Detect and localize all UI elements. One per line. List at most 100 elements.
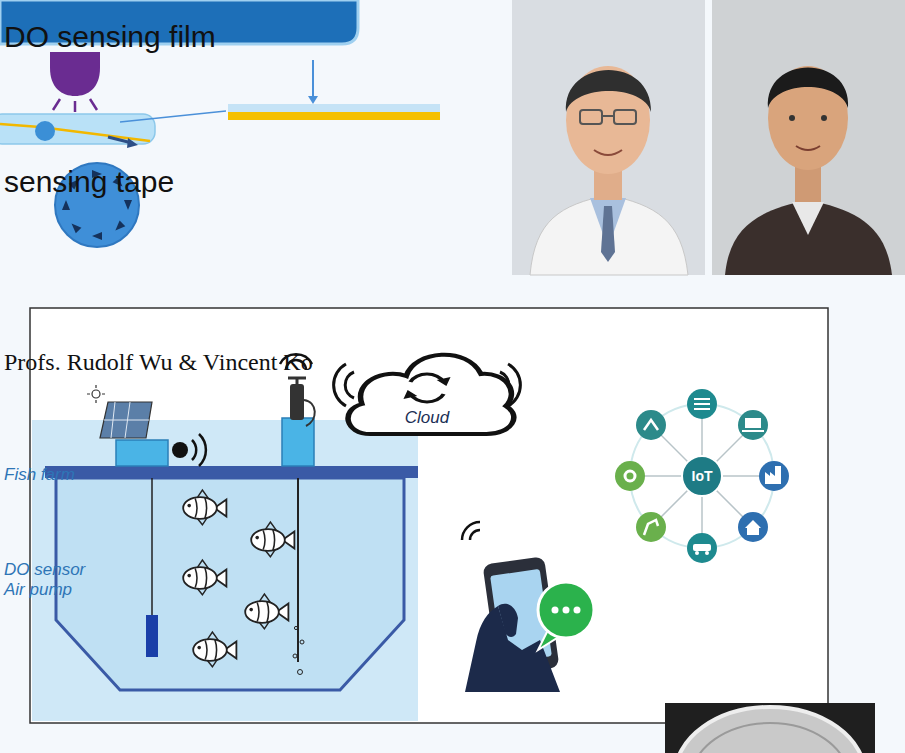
portrait-photo bbox=[512, 0, 705, 275]
rotating-wheel bbox=[62, 200, 70, 210]
solar-panel bbox=[104, 402, 149, 438]
uv-lamp bbox=[50, 52, 100, 96]
coin-photo bbox=[675, 707, 865, 753]
iot-hub bbox=[687, 533, 717, 563]
chat-bubble bbox=[538, 582, 594, 650]
portrait-photo bbox=[792, 202, 824, 235]
uv-lamp bbox=[53, 99, 97, 112]
photo-caption: Profs. Rudolf Wu & Vincent Ko bbox=[4, 349, 905, 377]
portrait-photo bbox=[580, 110, 602, 124]
pump-label: Air pump bbox=[4, 580, 905, 600]
iot-hub bbox=[644, 420, 658, 430]
film-label: DO sensing film bbox=[4, 20, 905, 55]
chat-bubble bbox=[574, 607, 581, 614]
node-text: Cloud bbox=[337, 408, 517, 428]
iot-hub bbox=[644, 520, 658, 535]
wifi-symbol bbox=[172, 442, 188, 458]
film-arrow bbox=[312, 60, 314, 98]
tape-label: sensing tape bbox=[4, 165, 905, 200]
air-bubbles bbox=[300, 640, 304, 644]
iot-hub bbox=[695, 551, 699, 555]
tape-holder bbox=[0, 124, 150, 141]
portrait-photo bbox=[601, 206, 615, 262]
iot-hub bbox=[742, 430, 764, 432]
solar-panel bbox=[92, 390, 100, 398]
portrait-photo bbox=[566, 70, 651, 112]
air-bubbles bbox=[293, 654, 297, 658]
iot-hub bbox=[765, 466, 781, 484]
wifi-symbol bbox=[462, 522, 480, 540]
iot-hub bbox=[625, 471, 635, 481]
smartphone bbox=[498, 604, 518, 637]
cloud-node: Cloud bbox=[337, 322, 517, 440]
iot-hub bbox=[693, 544, 711, 551]
sensor-label: DO sensor bbox=[4, 560, 905, 580]
portrait-photo bbox=[512, 0, 705, 275]
sync-symbol bbox=[410, 374, 443, 402]
film-arrowhead bbox=[308, 96, 318, 104]
portrait-photo bbox=[712, 0, 905, 275]
rotating-wheel bbox=[113, 221, 126, 234]
portrait-photo bbox=[712, 0, 905, 275]
fish-icon bbox=[183, 490, 294, 667]
iot-hub bbox=[759, 461, 789, 491]
air-pump bbox=[304, 400, 315, 426]
water-ground bbox=[32, 420, 418, 721]
portrait-photo bbox=[530, 195, 688, 275]
wifi-symbol bbox=[470, 530, 480, 540]
iot-hub bbox=[630, 404, 774, 548]
portrait-photo bbox=[602, 115, 614, 117]
air-pump bbox=[290, 384, 304, 420]
wifi-symbol bbox=[192, 434, 206, 466]
iot-hub bbox=[705, 551, 709, 555]
iot-hub bbox=[630, 404, 774, 548]
portrait-photo bbox=[594, 150, 622, 155]
portrait-photo bbox=[789, 115, 795, 121]
wifi-symbol bbox=[462, 522, 480, 540]
iot-hub bbox=[687, 389, 717, 419]
chat-bubble bbox=[552, 607, 559, 614]
iot-hub bbox=[694, 399, 710, 409]
farm-label: Fish farm bbox=[4, 465, 905, 485]
uv-lamp bbox=[50, 52, 100, 112]
wifi-symbol bbox=[172, 434, 206, 466]
iot-hub-node: IoT bbox=[681, 455, 723, 497]
fish-icon bbox=[183, 490, 226, 525]
fish-icon bbox=[245, 594, 288, 629]
fish-tank bbox=[56, 478, 404, 690]
fish-icon bbox=[251, 522, 294, 557]
air-bubbles bbox=[293, 626, 304, 674]
sync-symbol bbox=[403, 377, 450, 399]
rotating-wheel bbox=[92, 232, 102, 240]
do-sensor-box bbox=[116, 440, 168, 466]
do-probe bbox=[146, 615, 158, 657]
solar-panel bbox=[100, 402, 152, 438]
portrait-photo bbox=[725, 200, 892, 275]
rotating-wheel bbox=[124, 200, 132, 210]
iot-hub bbox=[738, 410, 768, 440]
portrait-photo bbox=[796, 146, 820, 150]
rotating-wheel bbox=[69, 221, 82, 234]
iot-hub bbox=[615, 389, 789, 563]
iot-hub bbox=[636, 512, 666, 542]
chat-bubble bbox=[563, 607, 570, 614]
portrait-photo bbox=[821, 115, 827, 121]
tank-lid bbox=[45, 466, 418, 478]
fish-icon bbox=[193, 632, 236, 667]
coin-photo bbox=[665, 703, 875, 753]
iot-hub bbox=[615, 461, 645, 491]
coin-photo bbox=[692, 723, 848, 753]
tape-holder bbox=[127, 138, 138, 148]
air-pump bbox=[288, 378, 306, 384]
air-bubbles bbox=[294, 626, 297, 629]
probe-cable bbox=[151, 478, 153, 615]
air-hose bbox=[297, 478, 299, 662]
portrait-photo bbox=[614, 110, 636, 124]
sensing-film bbox=[228, 104, 440, 112]
solar-panel bbox=[87, 385, 152, 438]
node-text: IoT bbox=[692, 468, 713, 485]
tape-holder bbox=[0, 114, 155, 148]
chat-bubble bbox=[538, 582, 594, 638]
coin-photo bbox=[675, 707, 865, 753]
